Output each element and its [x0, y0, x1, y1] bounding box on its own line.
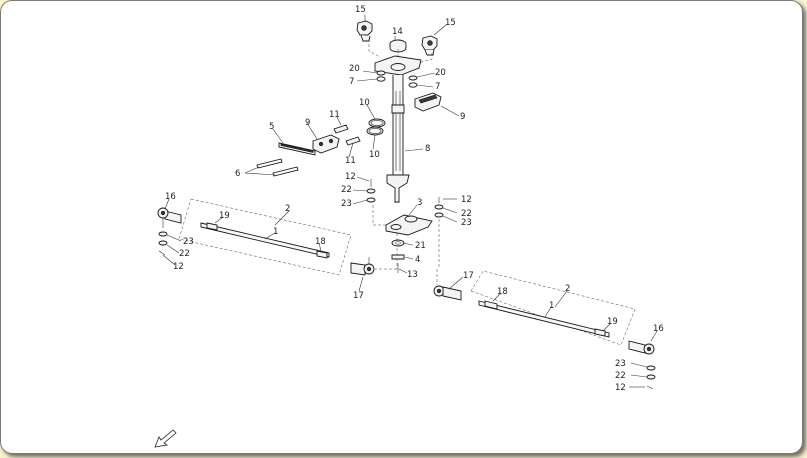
- tie-rod-left: [200, 222, 330, 259]
- label-22-left: 22: [179, 249, 190, 259]
- label-6: 6: [235, 169, 240, 179]
- label-4: 4: [415, 255, 420, 265]
- label-11-bottom: 11: [345, 156, 356, 166]
- label-18-right: 18: [497, 287, 508, 297]
- label-1-left: 1: [273, 227, 278, 237]
- dashed-guide-center: [372, 205, 440, 285]
- clamp-9-left: [312, 134, 340, 154]
- tie-rod-end-17-left: [350, 257, 375, 276]
- label-15-left: 15: [355, 5, 366, 15]
- label-17-right: 17: [463, 271, 474, 281]
- label-3: 3: [417, 198, 422, 208]
- steering-column: [374, 55, 422, 203]
- center-hardware: [366, 179, 376, 203]
- label-10-top: 10: [359, 98, 370, 108]
- label-20-left: 20: [349, 64, 360, 74]
- label-12-bottom: 12: [615, 383, 626, 393]
- label-21: 21: [415, 241, 426, 251]
- label-5: 5: [269, 122, 274, 132]
- clamp-9-right: [414, 92, 442, 112]
- o-rings-10: [366, 118, 386, 136]
- leader-lines: [162, 15, 658, 388]
- right-hardware: [434, 197, 444, 218]
- label-12-right: 12: [461, 195, 472, 205]
- label-22-bottom: 22: [615, 371, 626, 381]
- label-13: 13: [407, 270, 418, 280]
- label-16-left: 16: [165, 192, 176, 202]
- label-23-right: 23: [461, 218, 472, 228]
- tie-rod-right: [478, 300, 610, 338]
- label-12-center: 12: [345, 172, 356, 182]
- pitman-arm: [385, 214, 433, 236]
- tie-rod-end-16-right: [628, 340, 655, 355]
- label-7-right: 7: [435, 82, 440, 92]
- label-2-right: 2: [565, 284, 570, 294]
- tie-rod-end-16-left: [157, 207, 182, 228]
- tie-rod-end-17-right: [433, 285, 462, 301]
- tie-rod-box-left: [178, 198, 352, 276]
- direction-arrow-icon: [154, 429, 177, 448]
- label-20-right: 20: [435, 68, 446, 78]
- bracket-right: [421, 35, 438, 56]
- bolts-6: [256, 158, 299, 177]
- bottom-hardware: [646, 365, 656, 390]
- label-22-right: 22: [461, 209, 472, 219]
- washer-21-nut-4-pin-13: [391, 239, 405, 273]
- label-10-bottom: 10: [369, 150, 380, 160]
- label-7-left: 7: [349, 77, 354, 87]
- label-19-left: 19: [219, 211, 230, 221]
- label-15-right: 15: [445, 18, 456, 28]
- part-labels: 15 14 15 20 7 20 7 9 10 10 11 11 5 9 6 8…: [165, 5, 664, 393]
- label-23-left: 23: [183, 237, 194, 247]
- label-9-right: 9: [460, 112, 465, 122]
- label-17-left: 17: [353, 291, 364, 301]
- plate-5: [278, 142, 316, 156]
- label-14: 14: [392, 27, 403, 37]
- label-23-bottom: 23: [615, 359, 626, 369]
- bushings-11: [333, 124, 361, 146]
- label-8: 8: [425, 144, 430, 154]
- label-1-right: 1: [549, 301, 554, 311]
- label-9-left: 9: [305, 118, 310, 128]
- bracket-left: [356, 20, 373, 42]
- label-23-center: 23: [341, 199, 352, 209]
- label-2-left: 2: [285, 204, 290, 214]
- label-11-top: 11: [329, 110, 340, 120]
- left-hardware: [158, 231, 168, 256]
- label-16-right: 16: [653, 324, 664, 334]
- steering-exploded-diagram: 15 14 15 20 7 20 7 9 10 10 11 11 5 9 6 8…: [154, 5, 664, 448]
- label-12-left: 12: [173, 262, 184, 272]
- label-19-right: 19: [607, 317, 618, 327]
- label-22-center: 22: [341, 185, 352, 195]
- label-18-left: 18: [315, 237, 326, 247]
